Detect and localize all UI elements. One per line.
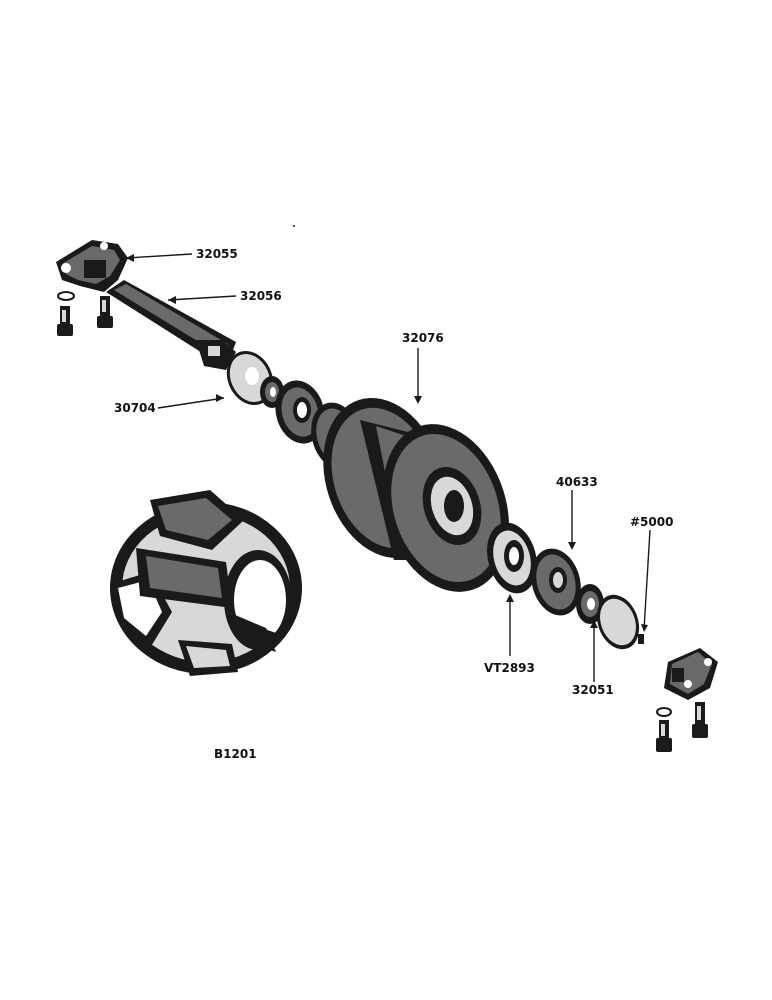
callout-VT2893: VT2893: [484, 661, 535, 675]
shaft: [106, 280, 236, 370]
callout-32051: 32051: [572, 683, 614, 697]
callout-5000: #5000: [630, 515, 673, 529]
right-washer: [596, 594, 640, 650]
callout-30704: 30704: [114, 401, 156, 415]
right-bracket-bolts: [656, 702, 708, 752]
left-bracket: [56, 240, 128, 292]
leader-32056: [167, 295, 237, 301]
callout-40633: 40633: [556, 475, 598, 489]
left-bracket-bolts: [57, 291, 113, 336]
assembled-cutaway-view: [110, 490, 302, 676]
right-bracket: [664, 648, 718, 700]
figure-id: B1201: [214, 747, 257, 761]
leader-32055: [125, 253, 193, 259]
callout-32055: 32055: [196, 247, 238, 261]
bearing-cup: [531, 548, 581, 616]
leader-5000: [643, 529, 651, 631]
cotter-pin: [638, 634, 644, 644]
callout-32056: 32056: [240, 289, 282, 303]
track-roller: [323, 397, 509, 592]
leader-30704: [157, 397, 225, 409]
roller-bearing: [487, 522, 537, 594]
callout-32076: 32076: [402, 331, 444, 345]
leader-lines: [125, 253, 651, 682]
leader-arrowheads: [126, 254, 648, 632]
